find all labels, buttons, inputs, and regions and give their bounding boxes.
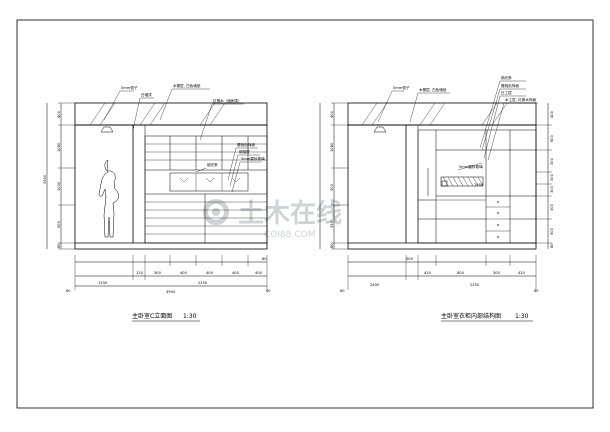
left-vdim-5: 80 <box>57 243 61 248</box>
left-label-3: 木基层, 白色墙纸 <box>173 83 201 88</box>
left-hdim-3: 400 <box>180 271 188 275</box>
left-label-8: 钢光条 <box>207 162 218 167</box>
left-mark-1: 60 <box>66 289 71 293</box>
right-rdim-6: 300 <box>550 203 554 211</box>
right-rdim-1: 400 <box>550 110 554 118</box>
right-center-dim: 1950 <box>474 183 484 187</box>
right-vdim-3: 300 <box>330 183 334 191</box>
left-label-2: 白墙漆 <box>141 92 152 97</box>
left-label-5: 樱桃色饰面 <box>237 142 255 147</box>
right-mark-2: 60 <box>534 289 539 293</box>
left-hdim-5: 400 <box>232 271 240 275</box>
left-hdim-7: 80 <box>262 257 267 261</box>
right-hdim-4: 300 <box>493 271 501 275</box>
watermark-logo-icon <box>203 199 229 225</box>
left-hdim-6: 400 <box>255 271 263 275</box>
left-vdim-4: 900 <box>57 220 61 228</box>
right-rdim-3: 300 <box>550 157 554 165</box>
right-label-6: 木工层, 红橡木饰面 <box>505 97 536 102</box>
left-hdim-4: 400 <box>206 271 214 275</box>
right-label-2: 木基层, 白色墙纸 <box>419 87 447 92</box>
right-hdim-1: 420 <box>424 271 432 275</box>
right-vdim-2: 1080 <box>330 142 334 152</box>
left-hdim-1: 120 <box>136 271 144 275</box>
right-label-5: 白工层 <box>501 90 512 95</box>
right-hdim-5: 420 <box>518 271 526 275</box>
right-rdim-7: 500 <box>550 227 554 235</box>
right-vdim-1: 400 <box>330 110 334 118</box>
human-figure <box>98 159 119 238</box>
right-rdim-5: 300 <box>550 185 554 193</box>
right-hdim-bottom-1: 2400 <box>370 283 380 287</box>
right-rdim-2: 600 <box>550 134 554 142</box>
right-hdim-bottom-2: 2250 <box>470 283 480 287</box>
left-scale: 1:30 <box>183 313 197 320</box>
right-label-7: 5mm磨砂玻璃 <box>459 164 483 169</box>
right-mark-1: 60 <box>340 289 345 293</box>
left-label-1: 5mm镜子 <box>121 85 138 90</box>
right-label-1: 5mm镜子 <box>393 85 410 90</box>
left-mark-2: 60 <box>266 289 271 293</box>
sheet-border <box>16 19 594 409</box>
watermark-text-en: COI88.COM <box>264 230 315 240</box>
right-scale: 1:30 <box>515 313 529 320</box>
left-label-7: 5mm磨砂玻璃 <box>241 156 265 161</box>
left-vdim-3: 1000 <box>57 181 61 191</box>
right-elevation: 5mm镜子 木基层, 白色墙纸 钢光条 樱桃色饰面 白工层 木工层, 红橡木饰面… <box>319 75 554 322</box>
right-vdim-4: 350 <box>330 220 334 228</box>
left-vdim-total: 3900 <box>43 174 47 184</box>
right-hdim-2: 300 <box>406 257 414 261</box>
right-rdim-4: 300 <box>550 173 554 181</box>
left-hdim-2: 300 <box>154 271 162 275</box>
watermark-text-cn: 土木在线 <box>238 199 342 229</box>
left-label-4: 红橡木（面刷漆） <box>213 98 242 103</box>
right-rdim-8: 80 <box>550 243 554 248</box>
left-title: 主卧室C立面图 <box>132 312 172 320</box>
right-hdim-3: 800 <box>457 271 465 275</box>
right-label-3: 钢光条 <box>501 75 512 80</box>
left-total: 3900 <box>166 290 176 294</box>
right-label-4: 樱桃色饰面 <box>501 83 519 88</box>
right-title: 主卧室衣柜内部结构图 <box>441 312 501 320</box>
left-elevation: 5mm镜子 白墙漆 木基层, 白色墙纸 红橡木（面刷漆） 樱桃色饰面 钢抽屉 5… <box>43 83 271 322</box>
left-hdim-bottom-2: 2250 <box>198 281 208 285</box>
left-label-6: 钢抽屉 <box>239 149 250 154</box>
left-vdim-1: 400 <box>57 110 61 118</box>
left-hdim-bottom-1: 1200 <box>98 281 108 285</box>
right-vdim-5: 80 <box>330 243 334 248</box>
left-vdim-2: 1080 <box>57 142 61 152</box>
